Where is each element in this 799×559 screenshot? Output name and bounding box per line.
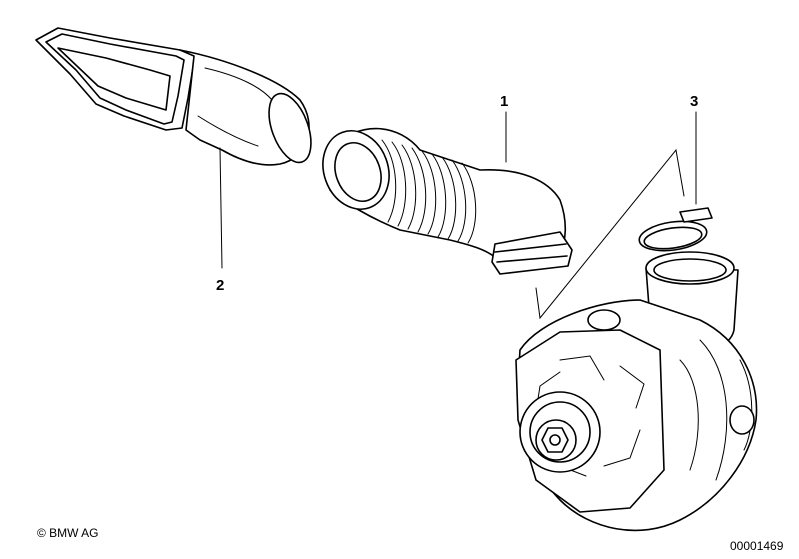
drawing-number: 00001469 (730, 539, 784, 553)
copyright-label: © BMW AG (37, 526, 99, 540)
callout-part-1: 1 (500, 93, 509, 110)
intake-duct-part-2 (35, 27, 312, 166)
alternator (515, 251, 758, 532)
assembly-line (535, 148, 685, 320)
callout-part-3: 3 (690, 93, 699, 110)
callout-part-2: 2 (216, 277, 225, 294)
bellows-hose-part-1 (322, 127, 573, 275)
hose-clamp-part-3 (638, 207, 713, 252)
leader-line-2 (219, 147, 223, 269)
